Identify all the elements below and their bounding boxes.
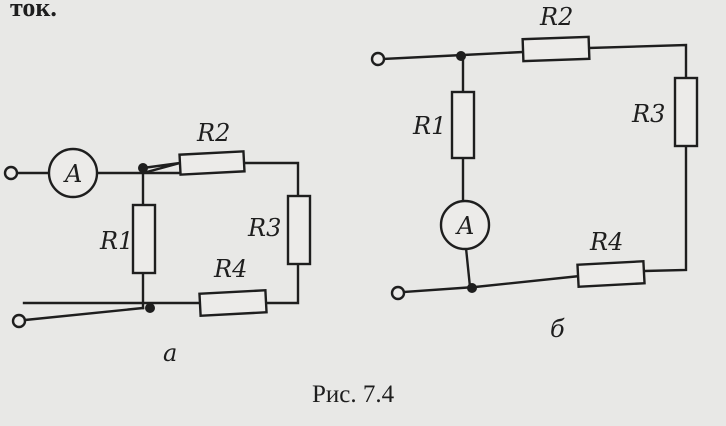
circuit-a-resistor-r4 (198, 289, 268, 317)
circuit-b-sublabel: б (550, 315, 565, 343)
circuit-b-label-r1: R1 (412, 112, 446, 140)
circuit-b-terminal-top (370, 51, 386, 67)
circuit-a-label-r4: R4 (213, 255, 247, 283)
circuit-a-label-r3: R3 (247, 214, 281, 242)
circuit-b-resistor-r2 (521, 35, 591, 63)
header-fragment: ток. (10, 0, 57, 22)
circuit-a: A R2 R1 R3 R4 а (3, 119, 312, 367)
circuit-b-node-bottom (467, 283, 477, 293)
circuit-a-wire-top (14, 161, 300, 305)
circuit-b-resistor-r3 (673, 76, 699, 148)
circuit-a-label-r1: R1 (99, 227, 133, 255)
circuit-a-label-r2: R2 (196, 119, 230, 147)
circuit-b-label-r4: R4 (589, 228, 623, 256)
circuit-a-ammeter-label: A (63, 160, 82, 188)
circuit-b-terminal-bottom (390, 285, 406, 301)
circuit-b-node-top (456, 51, 466, 61)
circuit-a-ammeter (47, 147, 99, 199)
circuit-b-resistor-r4 (576, 260, 646, 288)
circuit-b-ammeter (439, 199, 491, 251)
circuit-a-node-top (138, 163, 148, 173)
circuit-b-wire-top (381, 43, 688, 294)
circuit-b-resistor-r1 (450, 90, 476, 160)
circuit-a-terminal-bottom (11, 313, 27, 329)
circuit-a-resistor-r3 (286, 194, 312, 266)
circuit-b: A R2 R1 R3 R4 б (370, 3, 699, 343)
circuit-a-resistor-r1 (131, 203, 157, 275)
figure-caption: Рис. 7.4 (312, 381, 395, 408)
circuit-b-label-r2: R2 (539, 3, 573, 31)
circuit-a-sublabel: а (163, 339, 177, 367)
circuit-b-wire-left-branch (461, 53, 472, 289)
circuit-b-ammeter-label: A (455, 212, 474, 240)
circuit-a-resistor-r2 (178, 150, 246, 176)
circuit-a-node-bottom (145, 303, 155, 313)
circuit-b-label-r3: R3 (631, 100, 665, 128)
circuit-a-wire-bottom-lead (23, 306, 145, 322)
circuit-a-terminal-top (3, 165, 19, 181)
